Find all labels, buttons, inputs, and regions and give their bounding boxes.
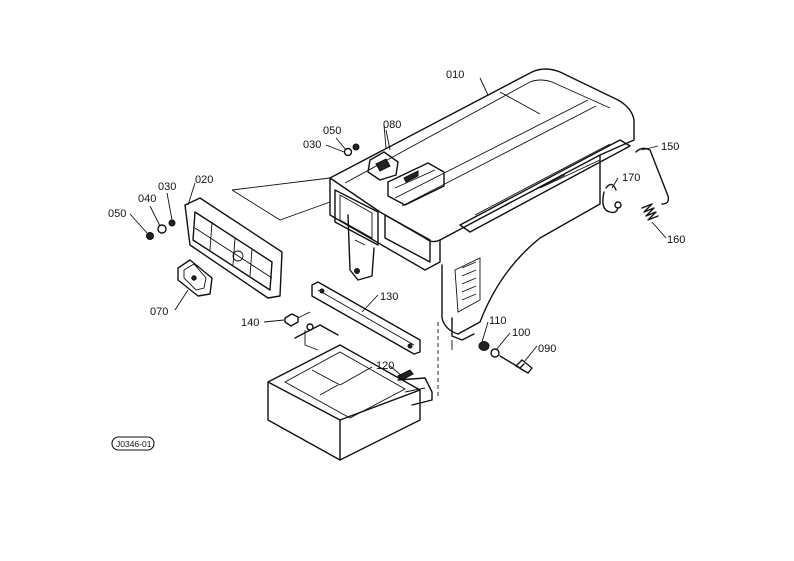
label-070: 070: [150, 306, 168, 318]
battery-tray-drawing: [267, 323, 433, 461]
label-010: 010: [446, 69, 464, 81]
bolts-drawing: [284, 311, 533, 381]
label-040: 040: [138, 193, 156, 205]
label-120: 120: [376, 360, 394, 372]
label-170: 170: [622, 172, 640, 184]
grille-fasteners-drawing: [146, 143, 360, 240]
label-130: 130: [380, 291, 398, 303]
label-030-grille: 030: [158, 181, 176, 193]
label-030-latch: 030: [303, 139, 321, 151]
hood-rod-drawing: [602, 147, 670, 221]
drawing-reference-text: J0346-01: [116, 439, 152, 449]
emblem-plate-drawing: [177, 259, 213, 297]
label-110: 110: [489, 315, 507, 327]
label-050-grille: 050: [108, 208, 126, 220]
bottom-rail-drawing: [311, 281, 421, 355]
label-090: 090: [538, 343, 556, 355]
label-080: 080: [383, 119, 401, 131]
front-grille-drawing: [184, 197, 283, 299]
label-160: 160: [667, 234, 685, 246]
spring-coil: [641, 203, 659, 221]
latch-drawing: [367, 129, 399, 181]
hood-panel-drawing: [329, 68, 635, 341]
label-150: 150: [661, 141, 679, 153]
label-140: 140: [241, 317, 259, 329]
drawing-reference-badge: J0346-01: [111, 436, 155, 451]
label-050-latch: 050: [323, 125, 341, 137]
label-020: 020: [195, 174, 213, 186]
leader-lines: [129, 77, 667, 398]
side-grille-louvers: [461, 261, 477, 301]
part-labels: 010 020 030 030 040 050 050 070 080 090 …: [108, 69, 685, 372]
label-100: 100: [512, 327, 530, 339]
